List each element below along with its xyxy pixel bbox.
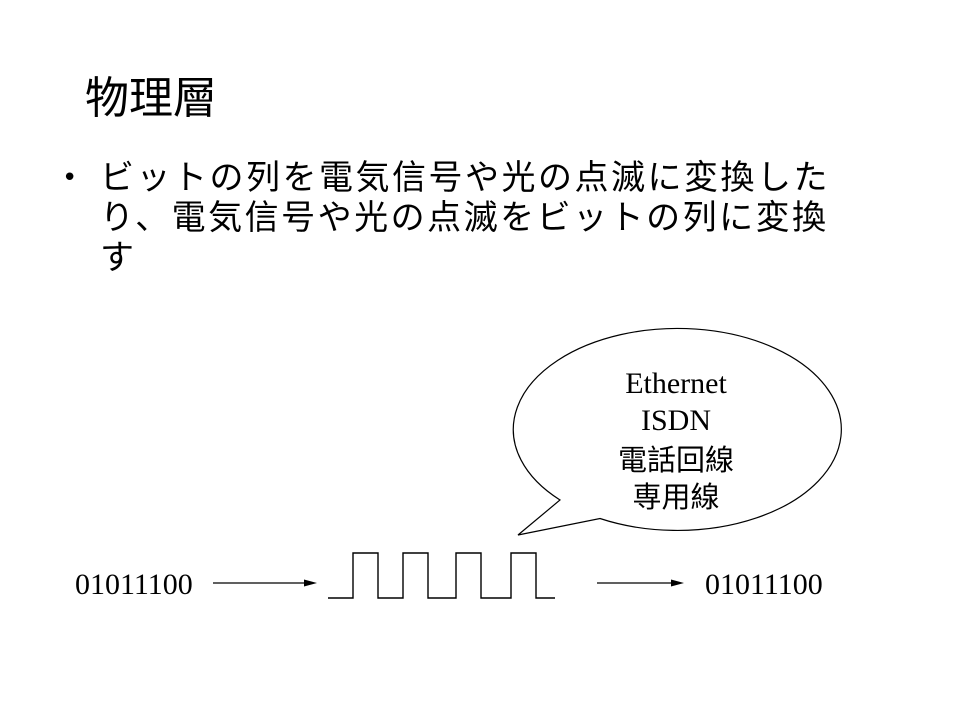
bullet-list: ビットの列を電気信号や光の点滅に変換したり、電気信号や光の点滅をビットの列に変換… <box>62 158 840 278</box>
input-bits: 01011100 <box>75 568 193 601</box>
media-item-telephone-line: 電話回線 <box>618 443 734 477</box>
square-wave-signal <box>328 552 555 599</box>
output-arrow-icon <box>597 579 684 587</box>
input-arrow-icon <box>213 579 317 587</box>
speech-bubble <box>512 327 842 536</box>
slide-title: 物理層 <box>85 73 217 124</box>
media-item-leased-line: 専用線 <box>632 480 719 514</box>
bullet-item: ビットの列を電気信号や光の点滅に変換したり、電気信号や光の点滅をビットの列に変換… <box>62 158 840 278</box>
media-item-ethernet: Ethernet <box>625 367 727 400</box>
media-item-isdn: ISDN <box>641 404 711 437</box>
output-bits: 01011100 <box>705 568 823 601</box>
